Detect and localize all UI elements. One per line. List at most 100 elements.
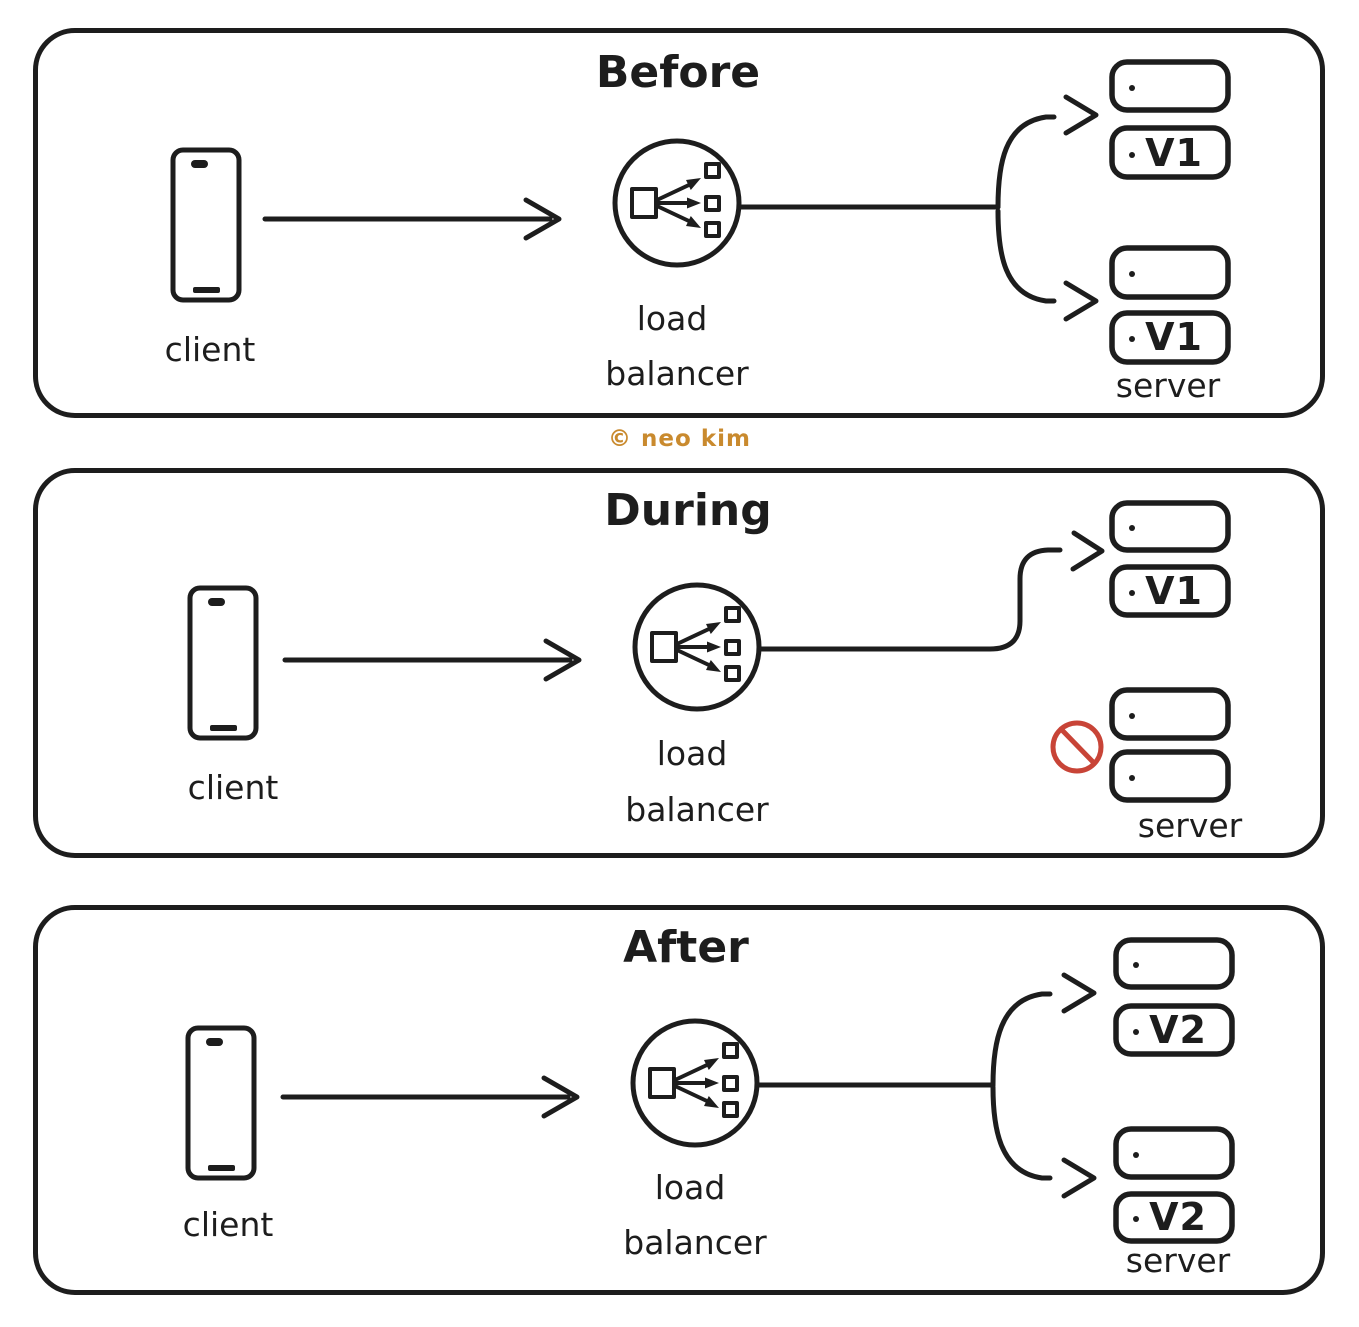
lb-input-square (630, 187, 658, 219)
server-box (1113, 937, 1235, 990)
server-box: V2 (1113, 1191, 1235, 1244)
server-led-dot (1133, 1216, 1139, 1222)
load-balancer-icon (612, 138, 742, 268)
phone-home-bar (193, 287, 220, 293)
server-box (1109, 500, 1231, 553)
client-label: client (165, 330, 256, 369)
lb-arrowhead-bottom (706, 660, 721, 672)
server-led-dot (1129, 713, 1135, 719)
server-box (1113, 1126, 1235, 1180)
server-label: server (1126, 1241, 1231, 1280)
phone-camera-notch (208, 598, 225, 606)
phone-home-bar (210, 725, 237, 731)
load-balancer-label-line2: balancer (605, 354, 749, 393)
client-label: client (183, 1205, 274, 1244)
load-balancer-icon (632, 582, 762, 712)
lb-output-square-mid (704, 195, 721, 212)
lb-arrowhead-bottom (686, 216, 701, 228)
server-led-dot (1129, 525, 1135, 531)
phone-body (187, 585, 259, 741)
load-balancer-circle (612, 138, 742, 268)
lb-output-square-top (724, 606, 741, 623)
client-to-loadbalancer-arrow (262, 197, 562, 241)
branch-down-arrow (990, 1084, 1097, 1199)
load-balancer-label-line1: load (655, 1168, 726, 1207)
phone-home-bar (208, 1165, 235, 1171)
lb-arrowhead-mid (707, 641, 721, 653)
panel-title: After (623, 922, 749, 973)
panel-title: Before (596, 47, 760, 98)
server-label: server (1116, 366, 1221, 405)
server-version-label: V1 (1145, 569, 1203, 613)
lb-input-square (650, 631, 678, 663)
lb-output-square-bottom (704, 221, 721, 238)
lb-output-square-top (722, 1042, 739, 1059)
server-box: V1 (1109, 125, 1231, 180)
server-box (1109, 245, 1231, 300)
phone-body (185, 1025, 257, 1181)
lb-fanout-line-top (675, 626, 713, 646)
lb-fanout-line-bottom (675, 648, 713, 668)
lb-arrowhead-mid (705, 1077, 719, 1089)
loadbalancer-to-live-servers-arrow (756, 530, 1105, 652)
lb-fanout-line-bottom (655, 204, 693, 224)
lb-output-square-bottom (724, 665, 741, 682)
server-version-label: V2 (1149, 1008, 1207, 1052)
no-entry-circle (1050, 720, 1104, 774)
server-label: server (1138, 806, 1243, 845)
server-version-label: V1 (1145, 315, 1203, 359)
lb-arrowhead-top (686, 178, 701, 190)
branch-down-arrow (995, 208, 1099, 322)
load-balancer-icon (630, 1018, 760, 1148)
server-led-dot (1129, 271, 1135, 277)
copyright-label: © neo kim (608, 426, 751, 452)
no-entry-slash (1058, 726, 1097, 766)
branch-up-arrow (990, 972, 1097, 1088)
client-to-loadbalancer-arrow (282, 638, 582, 682)
server-led-dot (1129, 85, 1135, 91)
lb-fanout-line-top (655, 182, 693, 202)
client-phone-icon (185, 1025, 257, 1181)
lb-arrowhead-bottom (704, 1096, 719, 1108)
panel-before: Before client (33, 28, 1325, 418)
lb-output-square-top (704, 162, 721, 179)
server-led-dot (1129, 590, 1135, 596)
lb-input-square (648, 1067, 676, 1099)
server-led-dot (1133, 1029, 1139, 1035)
client-phone-icon (187, 585, 259, 741)
panel-during: During client (33, 468, 1325, 858)
phone-camera-notch (206, 1038, 223, 1046)
server-led-dot (1129, 775, 1135, 781)
panel-after: After client (33, 905, 1325, 1295)
lb-output-square-bottom (722, 1101, 739, 1118)
server-box: V2 (1113, 1003, 1235, 1057)
client-phone-icon (170, 147, 242, 303)
server-box: V1 (1109, 564, 1231, 618)
lb-output-square-mid (724, 639, 741, 656)
panel-after-canvas: After client (183, 922, 1235, 1280)
lb-arrowhead-mid (687, 197, 701, 209)
panel-before-canvas: Before client (165, 47, 1231, 405)
no-entry-icon (1050, 720, 1104, 774)
lb-arrowhead-top (706, 622, 721, 634)
lb-arrowhead-top (704, 1058, 719, 1070)
panel-title: During (604, 485, 771, 536)
server-box (1109, 749, 1231, 803)
phone-body (170, 147, 242, 303)
server-box (1109, 687, 1231, 741)
load-balancer-label-line1: load (637, 299, 708, 338)
server-led-dot (1133, 1152, 1139, 1158)
server-version-label: V1 (1145, 131, 1203, 175)
panel-during-canvas: During client (187, 485, 1243, 845)
server-led-dot (1133, 962, 1139, 968)
branch-up-arrow (995, 94, 1099, 210)
server-box: V1 (1109, 310, 1231, 365)
server-led-dot (1129, 336, 1135, 342)
server-led-dot (1129, 152, 1135, 158)
load-balancer-label-line2: balancer (623, 1223, 767, 1262)
client-label: client (188, 768, 279, 807)
server-version-label: V2 (1149, 1195, 1207, 1239)
server-box (1109, 59, 1231, 113)
lb-fanout-line-bottom (673, 1084, 711, 1104)
